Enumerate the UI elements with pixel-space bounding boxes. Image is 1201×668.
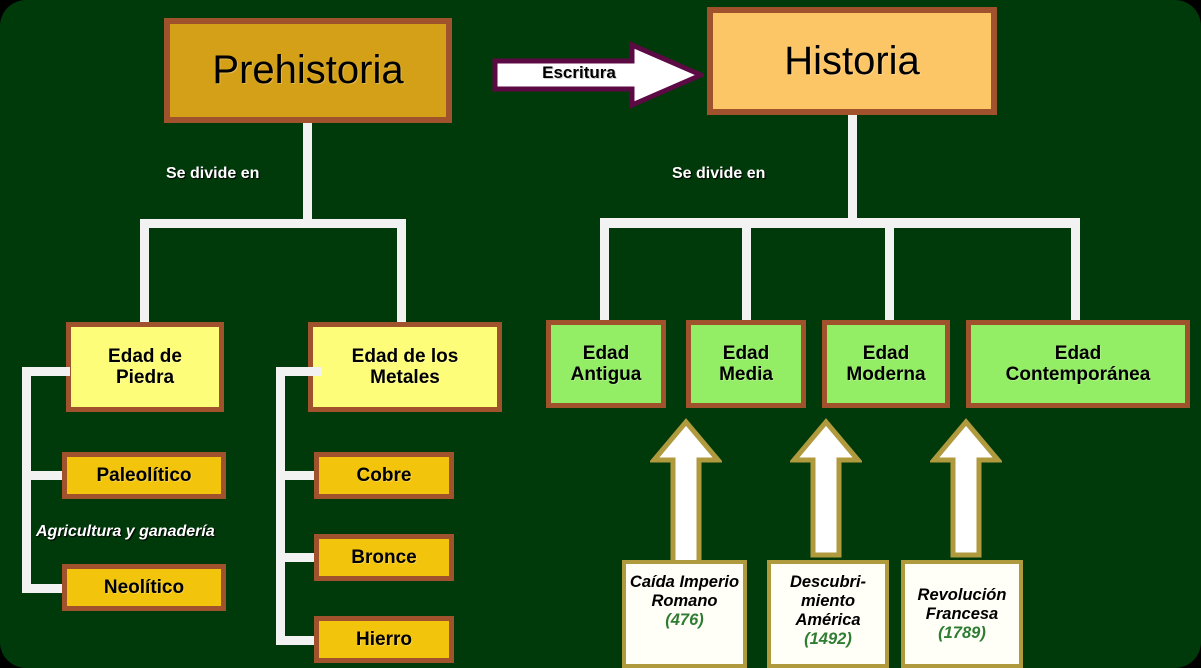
connector-line [848, 115, 857, 227]
node-paleolitico-label: Paleolítico [96, 464, 192, 486]
event-box-revolucion-francesa[interactable]: Revolución Francesa (1789) [901, 560, 1023, 668]
escritura-arrow: Escritura [492, 41, 704, 109]
node-edad-media[interactable]: Edad Media [686, 320, 806, 408]
node-hierro-label: Hierro [356, 628, 412, 650]
connector-line [276, 471, 322, 480]
agricultura-ganaderia-label: Agricultura y ganadería [36, 523, 215, 540]
connector-line [303, 123, 312, 227]
event-year: (1492) [804, 630, 852, 649]
connector-line [276, 553, 322, 562]
node-paleolitico[interactable]: Paleolítico [62, 452, 226, 499]
node-prehistoria[interactable]: Prehistoria [164, 18, 452, 123]
node-cobre-label: Cobre [356, 464, 412, 486]
connector-line [276, 367, 285, 645]
event-line1: Revolución [917, 586, 1007, 604]
connector-line [600, 218, 609, 328]
connector-line [140, 219, 149, 325]
connector-line [276, 367, 322, 376]
connector-line [742, 218, 751, 328]
event-line3: América [795, 611, 861, 630]
node-edad-de-piedra-line2: Piedra [115, 367, 175, 388]
connector-line [22, 367, 70, 376]
node-edad-antigua[interactable]: Edad Antigua [546, 320, 666, 408]
node-edad-contemporanea-line1: Edad [1054, 342, 1102, 364]
connector-line [140, 219, 406, 228]
event-line2: Francesa [925, 605, 999, 624]
event-year: (476) [665, 611, 704, 630]
connector-line [276, 636, 322, 645]
node-edad-moderna[interactable]: Edad Moderna [822, 320, 950, 408]
node-neolitico-label: Neolítico [103, 576, 185, 598]
node-neolitico[interactable]: Neolítico [62, 564, 226, 611]
event-line2: Imperio [679, 573, 740, 591]
node-historia[interactable]: Historia [707, 7, 997, 115]
node-edad-de-los-metales-line1: Edad de los [351, 345, 459, 367]
connector-line [885, 218, 894, 328]
event-year: (1789) [938, 624, 986, 643]
connector-line [397, 219, 406, 325]
node-edad-contemporanea-line2: Contemporánea [1005, 364, 1151, 385]
right-divide-label: Se divide en [672, 165, 766, 182]
node-edad-antigua-line1: Edad [582, 342, 630, 364]
escritura-label: Escritura [542, 63, 616, 82]
node-bronce-label: Bronce [351, 546, 417, 568]
node-prehistoria-label: Prehistoria [212, 48, 404, 93]
node-edad-antigua-line2: Antigua [570, 364, 642, 385]
node-edad-media-line2: Media [719, 364, 773, 385]
node-edad-moderna-line2: Moderna [846, 364, 926, 385]
node-hierro[interactable]: Hierro [314, 616, 454, 663]
arrow-up-icon-1 [648, 418, 724, 578]
connector-line [22, 471, 70, 480]
node-edad-media-line1: Edad [722, 342, 770, 364]
connector-line [22, 584, 70, 593]
node-edad-de-los-metales[interactable]: Edad de los Metales [308, 322, 502, 412]
arrow-up-icon-2 [788, 418, 864, 563]
event-box-descubrimiento-america[interactable]: Descubri- miento América (1492) [767, 560, 889, 668]
event-line1: Descubri- [789, 573, 867, 591]
event-line1: Caída [629, 573, 675, 591]
event-line2: miento [800, 592, 856, 611]
connector-line [1071, 218, 1080, 328]
node-edad-moderna-line1: Edad [862, 342, 910, 364]
node-historia-label: Historia [784, 38, 920, 83]
node-edad-de-piedra[interactable]: Edad de Piedra [66, 322, 224, 412]
connector-line [600, 218, 1080, 228]
arrow-right-icon [492, 41, 704, 109]
left-divide-label: Se divide en [166, 165, 260, 182]
node-bronce[interactable]: Bronce [314, 534, 454, 581]
node-edad-de-piedra-line1: Edad de [108, 345, 182, 367]
event-box-caida-imperio-romano[interactable]: Caída Imperio Romano (476) [622, 560, 747, 668]
node-edad-de-los-metales-line2: Metales [370, 367, 440, 388]
node-edad-contemporanea[interactable]: Edad Contemporánea [966, 320, 1190, 408]
node-cobre[interactable]: Cobre [314, 452, 454, 499]
connector-line [22, 367, 31, 593]
event-line3: Romano [651, 592, 718, 611]
arrow-up-icon-3 [928, 418, 1004, 563]
